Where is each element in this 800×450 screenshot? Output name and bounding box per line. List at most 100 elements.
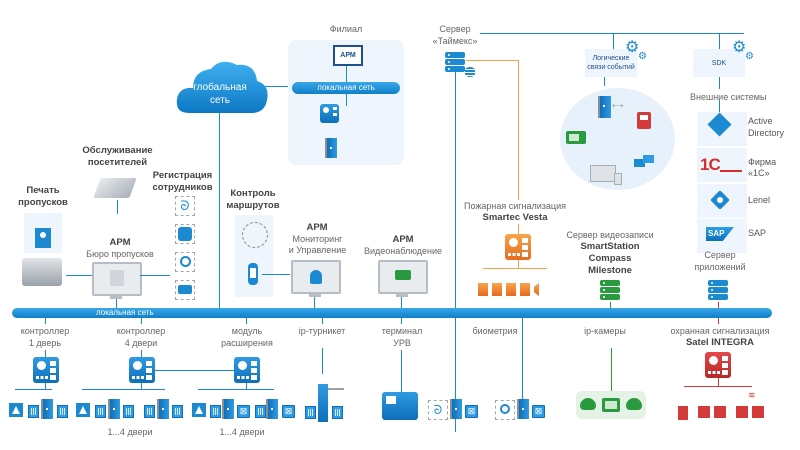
scanner-icon xyxy=(93,178,137,198)
turnstile-icon xyxy=(318,384,328,422)
branch-bus-label: локальная сеть xyxy=(317,83,375,92)
fire-detector-2-icon xyxy=(506,283,516,296)
scanner-link xyxy=(117,200,118,214)
ip-cameras-label: ip-камеры xyxy=(584,326,626,336)
dome-camera-1-icon xyxy=(580,398,596,410)
biometrics-link xyxy=(522,318,523,400)
fingerprint-icon: ᘐ xyxy=(175,196,195,216)
link-cloud-down xyxy=(219,112,220,310)
arm-bureau-reg-link xyxy=(140,275,170,276)
arm-video-monitor[interactable] xyxy=(378,260,428,294)
app-server-icon xyxy=(708,280,728,301)
circle-phone-icon xyxy=(614,173,622,185)
ctrl1-controller-icon xyxy=(33,357,59,383)
ctrl4-exit-button-icon xyxy=(76,403,90,417)
expansion-lock-1-icon: ⊠ xyxy=(237,405,250,418)
circle-computer-icon xyxy=(590,165,616,182)
branch-arm-monitor: АРМ xyxy=(333,45,363,66)
fire-siren-icon xyxy=(534,283,539,296)
ctrl4-hbus xyxy=(82,389,165,390)
fire-bus-h xyxy=(483,268,547,269)
logic-label-1: Логические xyxy=(592,55,630,62)
video-server-title-4: Milestone xyxy=(588,265,632,276)
expansion-reader-1-icon xyxy=(210,405,221,418)
security-vdrop xyxy=(718,378,719,386)
video-server-title-2: SmartStation xyxy=(580,241,640,252)
arm-bureau-monitor[interactable] xyxy=(92,262,142,296)
app-server-title-1: Сервер xyxy=(704,250,736,260)
ext-label-sap: SAP xyxy=(748,228,767,238)
ext-label-active-directory-1: Active xyxy=(748,116,773,126)
ctrl1-reader-out-icon xyxy=(57,405,68,418)
ctrl1-vdrop xyxy=(45,383,46,389)
turnstile-reader-2-icon xyxy=(332,406,343,419)
routes-link xyxy=(262,274,290,275)
expansion-label-2: расширения xyxy=(221,338,273,348)
cloud-label-1: глобальная xyxy=(193,82,247,93)
sap-logo-text: SAP xyxy=(708,229,725,238)
ctrl4-label-2: 4 двери xyxy=(124,338,158,348)
arm-video-title: АРМ xyxy=(392,234,414,245)
expansion-bus-link xyxy=(246,318,247,324)
biometrics-fingerprint-icon: ᘐ xyxy=(428,400,448,420)
link-fire-vertical xyxy=(518,60,519,200)
ctrl1-label-1: контроллер xyxy=(20,326,70,336)
turnstile-bus-link xyxy=(322,318,323,324)
badge-icon xyxy=(35,228,51,248)
ctrl1-label-2: 1 дверь xyxy=(28,338,62,348)
branch-title: Филиал xyxy=(329,24,363,34)
biometrics-lock-2-icon: ⊠ xyxy=(532,405,545,418)
link-sdk-ext xyxy=(719,77,720,89)
expansion-label-1: модуль xyxy=(231,326,263,336)
employee-reg-title-1: Регистрация xyxy=(152,170,213,181)
ext-label-active-directory-2: Directory xyxy=(748,128,785,138)
expansion-door-2-icon xyxy=(266,399,278,419)
logic-label-2: связи событий xyxy=(587,64,635,71)
arm-monitoring-sub-1: Мониторинг xyxy=(292,234,343,244)
logic-card xyxy=(585,49,637,77)
routes-title-1: Контроль xyxy=(230,188,276,199)
ctrl4-reader-4-icon xyxy=(172,405,183,418)
routes-title-2: маршрутов xyxy=(226,200,280,211)
logic-gear-small-icon: ⚙ xyxy=(638,51,647,62)
link-taimex-down xyxy=(455,72,456,432)
turnstile-label: ip-турникет xyxy=(298,326,346,336)
route-tag-icon xyxy=(248,263,258,285)
branch-controller-icon xyxy=(320,104,339,123)
video-server-title-3: Compass xyxy=(588,253,632,264)
biometrics-label: биометрия xyxy=(472,326,518,336)
arm-monitoring-monitor[interactable] xyxy=(291,260,341,294)
main-local-network-bus xyxy=(12,308,772,318)
cloud-label-2: сеть xyxy=(209,95,231,106)
ctrl4-reader-3-icon xyxy=(144,405,155,418)
ctrl4-to-expansion xyxy=(155,370,235,371)
link-sdk-down xyxy=(719,33,720,49)
video-server-icon xyxy=(600,280,620,301)
link-logic-down xyxy=(613,33,614,49)
circle-door-icon xyxy=(598,96,611,118)
terminal-down xyxy=(401,350,402,392)
branch-arm-link xyxy=(346,66,347,82)
wireless-icon: ≋ xyxy=(748,390,756,400)
branch-ctrl-link xyxy=(346,94,347,106)
ext-card-1c[interactable] xyxy=(697,148,747,182)
video-server-link xyxy=(610,302,611,311)
ip-cameras-link xyxy=(611,348,612,392)
face-icon xyxy=(175,252,195,272)
expansion-hbus xyxy=(198,389,274,390)
branch-local-network: локальная сеть xyxy=(292,82,400,94)
security-link xyxy=(718,318,719,324)
security-contact-2-icon xyxy=(752,406,764,418)
employee-reg-title-2: сотрудников xyxy=(152,182,213,193)
expansion-reader-2-icon xyxy=(255,405,266,418)
arm-monitoring-title: АРМ xyxy=(306,222,328,233)
arm-monitoring-stand xyxy=(309,293,321,297)
visitors-title-2: посетителей xyxy=(87,157,148,168)
fire-panel-link xyxy=(518,224,519,234)
security-motion-detector-1-icon xyxy=(698,406,710,418)
arm-bureau-title: АРМ xyxy=(109,237,131,248)
arm-video-stand xyxy=(396,293,408,297)
ctrl4-door-2-icon xyxy=(157,399,169,419)
circle-messages-icon xyxy=(634,155,656,169)
sdk-gear-small-icon: ⚙ xyxy=(745,51,754,62)
